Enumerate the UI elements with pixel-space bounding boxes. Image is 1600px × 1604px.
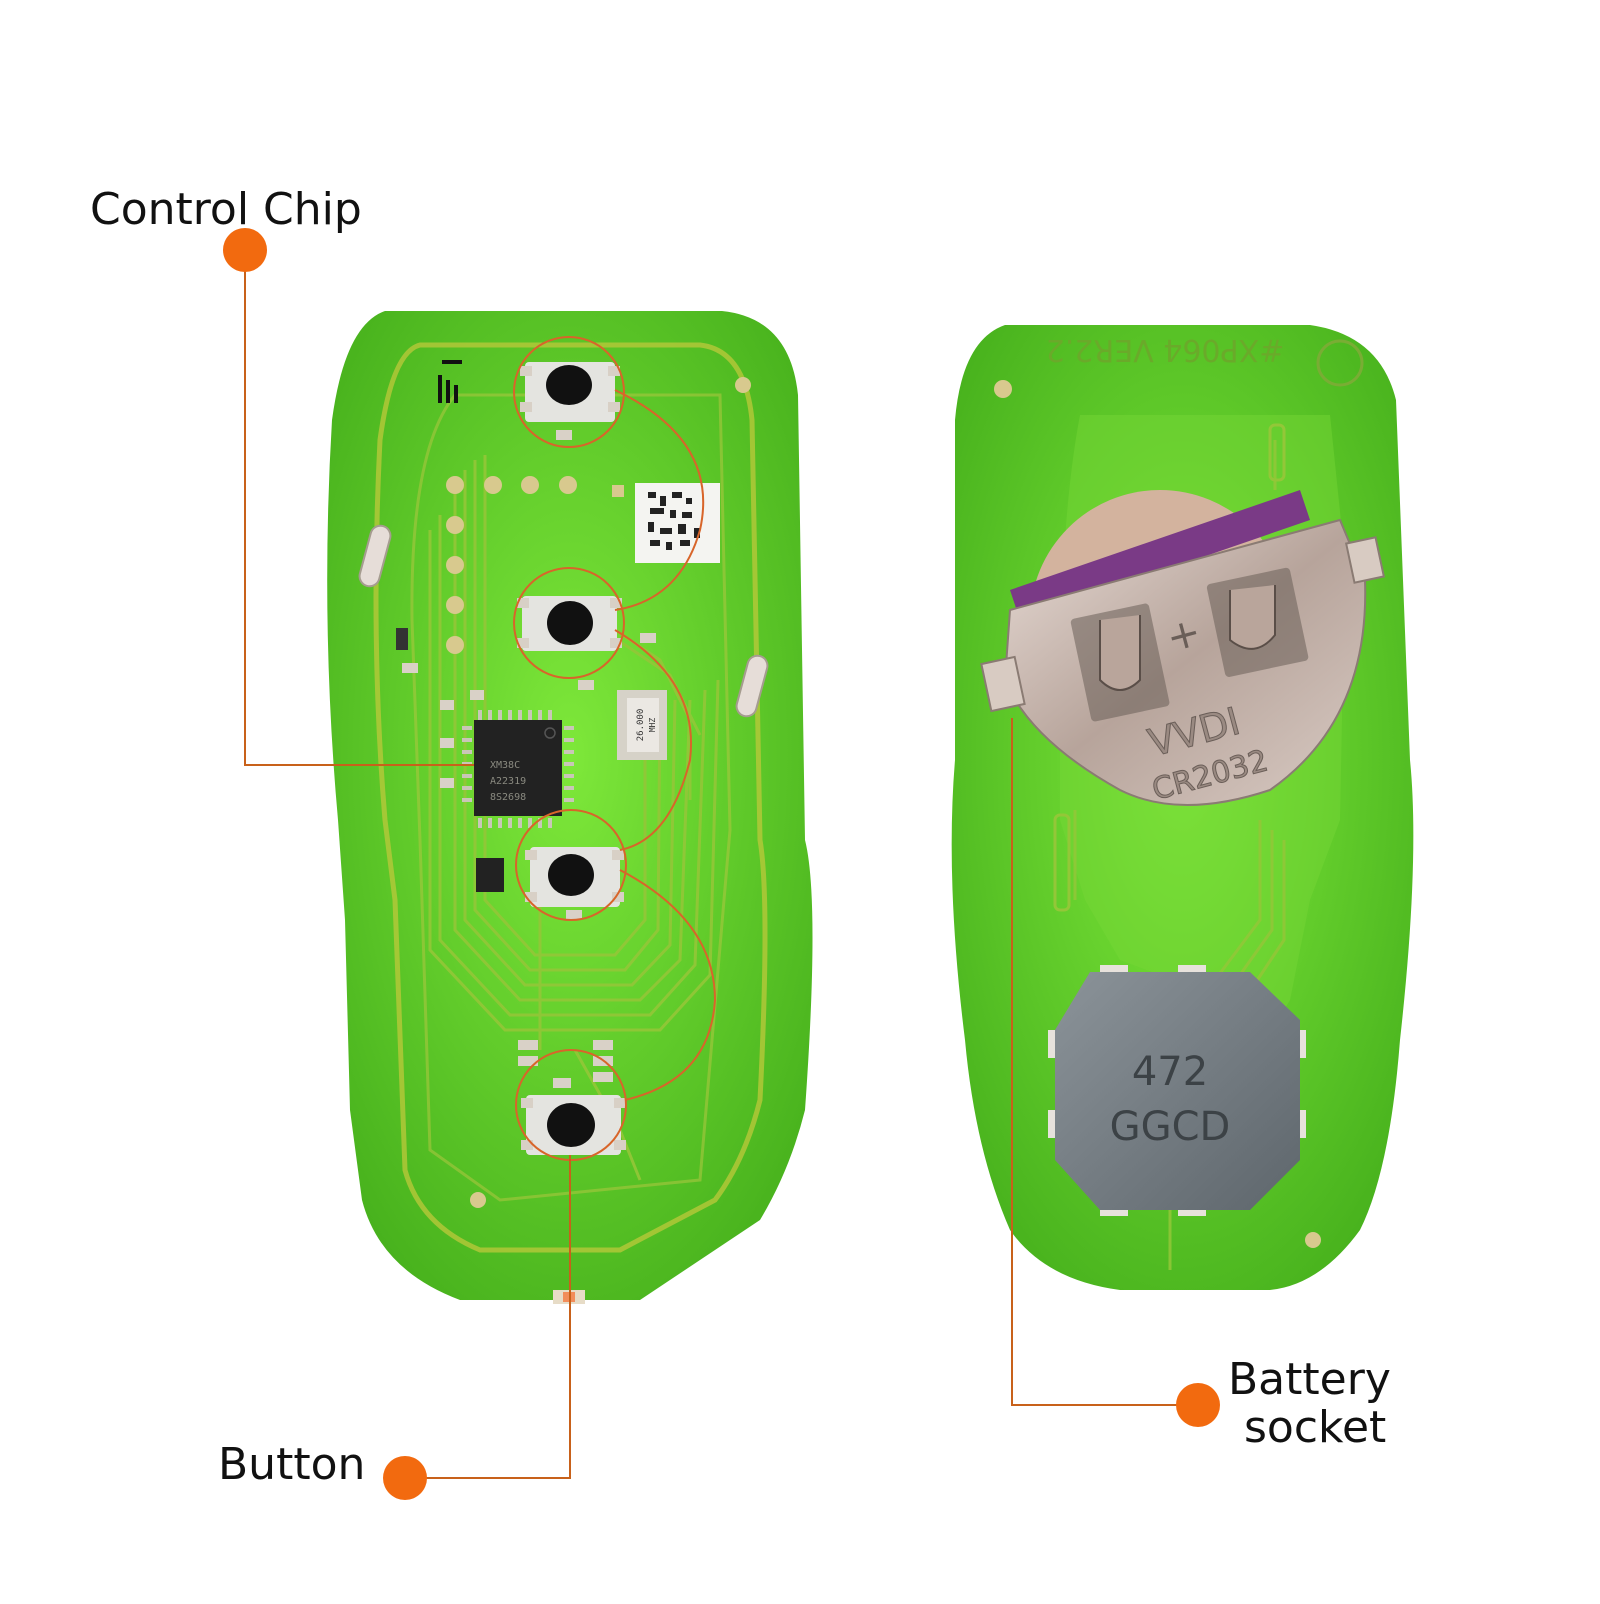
control-chip: XM38C A22319 8S2698 [462, 710, 574, 828]
front-button-4 [521, 1095, 626, 1155]
front-button-3 [525, 847, 624, 907]
callout-leader-lines [244, 255, 1198, 1479]
button-label: Button [218, 1439, 366, 1490]
control-chip-label: Control Chip [90, 184, 362, 235]
front-button-2 [517, 596, 622, 651]
crystal-frequency: 26.000 [636, 709, 646, 742]
qr-sticker [635, 483, 720, 563]
front-pcb-board: 26.000 MHZ XM38C A22319 [327, 311, 813, 1304]
battery-label-line1: Battery [1228, 1354, 1391, 1405]
board-version-marking: #XP064 VER2.2 [1046, 332, 1285, 367]
inductor-marking-1: 472 [1132, 1049, 1208, 1095]
back-pcb-board: #XP064 VER2.2 + VVDI [951, 325, 1414, 1290]
chip-marking-1: XM38C [490, 760, 520, 771]
inductor-marking-2: GGCD [1110, 1104, 1231, 1150]
inductor: 472 GGCD [1048, 965, 1306, 1216]
crystal-unit: MHZ [648, 718, 657, 733]
chip-marking-3: 8S2698 [490, 792, 526, 803]
crystal-oscillator: 26.000 MHZ [617, 690, 667, 760]
front-button-1 [520, 362, 620, 422]
chip-marking-2: A22319 [490, 776, 526, 787]
battery-socket: + VVDI CR2032 [980, 490, 1386, 808]
battery-socket-marker [1176, 1383, 1220, 1427]
battery-label-line2: socket [1244, 1402, 1387, 1453]
control-chip-marker [223, 228, 267, 272]
button-marker [383, 1456, 427, 1500]
